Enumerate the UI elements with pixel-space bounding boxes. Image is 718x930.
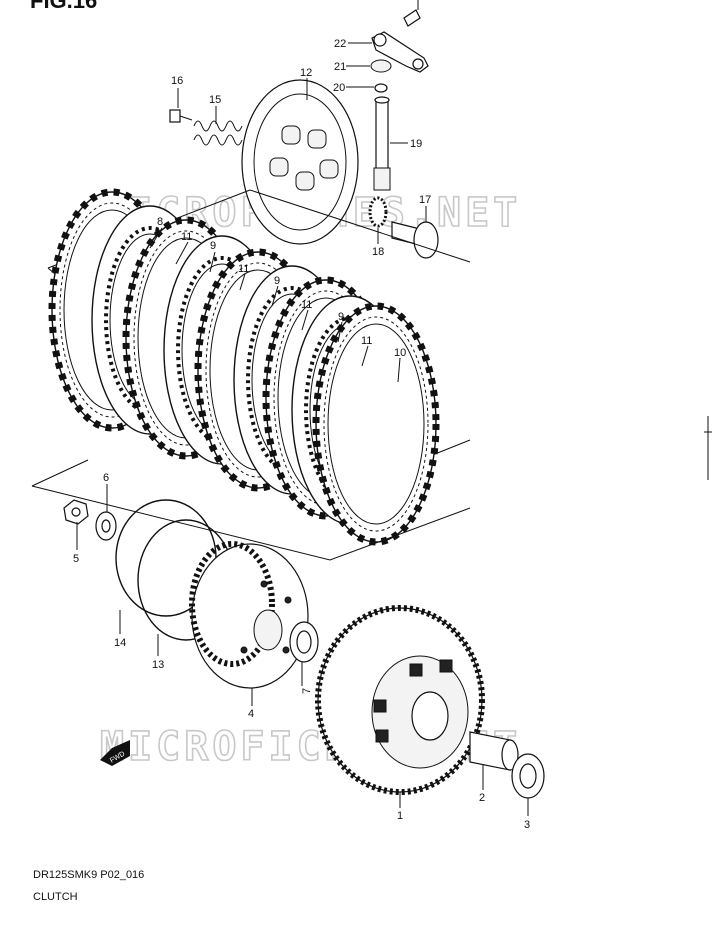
release-shaft-19	[373, 96, 391, 191]
leader-lines	[76, 0, 529, 816]
callout-19: 19	[410, 138, 422, 150]
callout-16: 16	[171, 75, 183, 87]
callout-22: 22	[334, 38, 346, 50]
figure-label: FIG.16	[30, 0, 97, 13]
callout-9b: 9	[274, 275, 280, 287]
bearing-18	[368, 196, 388, 228]
callout-6: 6	[103, 472, 109, 484]
spacer-2	[469, 731, 519, 771]
callout-12: 12	[300, 67, 312, 79]
callout-8: 8	[157, 216, 163, 228]
callout-15: 15	[209, 94, 221, 106]
callout-10: 10	[394, 347, 406, 359]
callout-3: 3	[524, 819, 530, 831]
diagram-title: CLUTCH	[33, 891, 78, 903]
callout-11b: 11	[238, 263, 249, 275]
clutch-spring-15	[193, 120, 243, 146]
callout-7: 7	[301, 688, 313, 694]
friction-plate-10	[316, 306, 436, 542]
callout-13: 13	[152, 659, 164, 671]
callout-5: 5	[73, 553, 79, 565]
callout-18: 18	[372, 246, 384, 258]
callout-11d: 11	[361, 335, 372, 347]
callout-9a: 9	[210, 240, 216, 252]
washer-20	[374, 83, 388, 93]
callout-4: 4	[248, 708, 254, 720]
bolt-16	[169, 109, 193, 123]
callout-14: 14	[114, 637, 126, 649]
diagram-code: DR125SMK9 P02_016	[33, 869, 144, 881]
nut-5	[63, 499, 89, 525]
clutch-sleeve-hub-4	[189, 541, 309, 689]
callout-21: 21	[334, 61, 346, 73]
callout-2: 2	[479, 792, 485, 804]
washer-6	[95, 511, 117, 541]
oil-seal-21	[370, 59, 392, 73]
callout-11c: 11	[301, 299, 312, 311]
push-piece-17	[391, 221, 439, 259]
callout-9c: 9	[338, 311, 344, 323]
callout-17: 17	[419, 194, 431, 206]
callout-20: 20	[333, 82, 345, 94]
primary-driven-gear-1	[315, 605, 485, 795]
pressure-plate-12	[241, 79, 359, 245]
thrust-washer-3	[511, 753, 545, 799]
release-arm-22	[371, 9, 429, 73]
callout-1: 1	[397, 810, 403, 822]
callout-11a: 11	[181, 231, 192, 243]
thrust-washer-7	[289, 621, 319, 663]
